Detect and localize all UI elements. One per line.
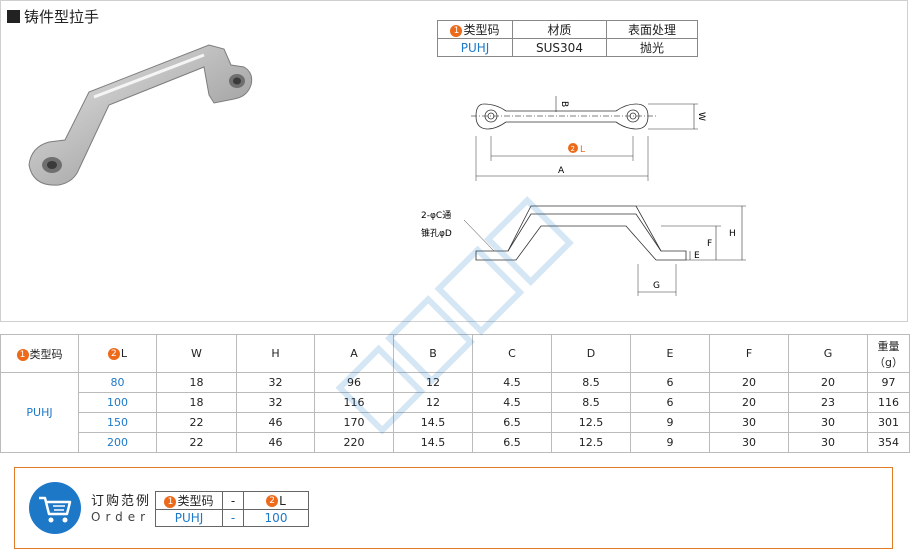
spec-header-E: E [630, 334, 710, 373]
order-subtitle: Order [91, 510, 151, 524]
side-view [475, 205, 687, 261]
title-square-icon [7, 10, 20, 23]
order-dash-2: - [222, 509, 244, 527]
num-badge-2: 2 [266, 495, 279, 507]
dim-L: L [580, 145, 585, 155]
spec-header-F: F [709, 334, 789, 373]
order-value-L: 100 [243, 509, 309, 527]
cart-icon [29, 482, 81, 534]
num-badge-2: 2 [107, 348, 120, 360]
dim-E: E [694, 251, 700, 261]
dim-H: H [729, 229, 736, 239]
dim-G: G [653, 281, 660, 291]
product-photo [28, 44, 253, 186]
mini-cell-type: PUHJ [437, 38, 513, 57]
num-badge-1: 1 [450, 24, 463, 37]
dim-L-num: 2 [571, 145, 575, 153]
dim-B: B [559, 101, 569, 107]
spec-header-A: A [314, 334, 394, 373]
mini-header-material: 材质 [512, 20, 607, 39]
dim-F: F [707, 239, 712, 249]
hole-label-2: 锥孔φD [421, 227, 452, 239]
spec-header-H: H [236, 334, 315, 373]
page-title-text: 铸件型拉手 [24, 8, 100, 26]
spec-type-code: PUHJ [0, 372, 79, 453]
spec-header-G: G [788, 334, 868, 373]
spec-header-weight: 重量（g） [867, 334, 910, 373]
mini-cell-surface: 抛光 [606, 38, 698, 57]
page-title: 铸件型拉手 [7, 6, 99, 27]
spec-header-B: B [393, 334, 473, 373]
order-dash: - [222, 491, 244, 510]
spec-header-C: C [472, 334, 552, 373]
top-view [471, 103, 656, 130]
order-value-type: PUHJ [155, 509, 223, 527]
spec-header-D: D [551, 334, 631, 373]
num-badge-1: 1 [16, 348, 29, 361]
mini-cell-material: SUS304 [512, 38, 607, 57]
mini-header-surface: 表面处理 [606, 20, 698, 39]
technical-drawing: B W 2 L A 2-φC通 锥孔φD H F E G [421, 96, 746, 296]
dim-A: A [558, 166, 565, 176]
order-title: 订购范例 [91, 494, 152, 509]
spec-header-W: W [156, 334, 237, 373]
dim-W: W [696, 112, 706, 121]
num-badge-1: 1 [164, 495, 177, 508]
hole-label-1: 2-φC通 [421, 210, 451, 221]
